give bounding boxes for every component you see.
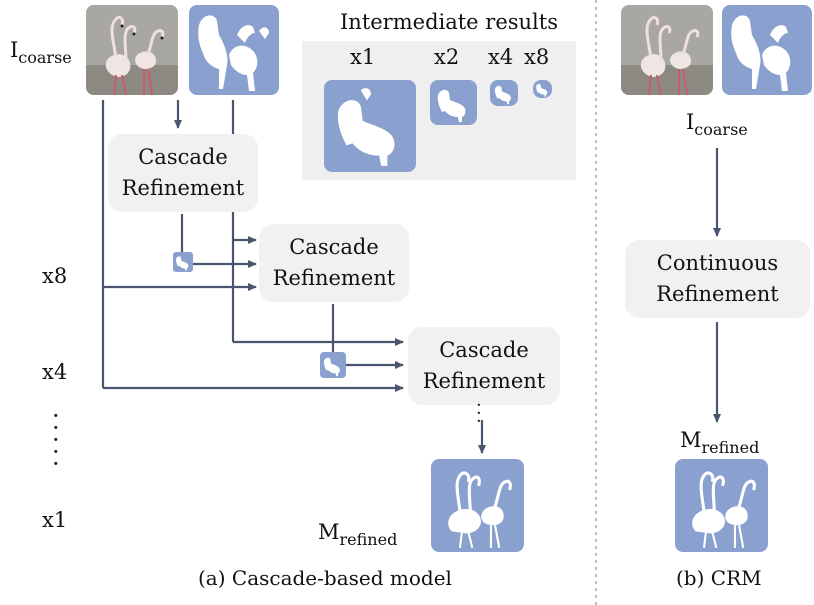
vertical-ellipsis: ····· [52,402,60,478]
refined-mask-tile-right [675,459,768,552]
wire-mask-medium [320,352,346,378]
coarse-mask-tile [189,5,279,95]
flamingo-photo-right [621,5,713,95]
crm-block-line2: Refinement [656,282,779,306]
coarse-mask-tile-right [722,5,812,95]
block-2-line2: Refinement [272,266,396,290]
block-3-line1: Cascade [439,338,529,362]
scale-label-x8: x8 [524,45,550,69]
wire-mask-small [173,252,193,272]
block-3-line2: Refinement [422,369,546,393]
cascade-refinement-block-3: Cascade Refinement [408,327,560,405]
crm-block-line1: Continuous [656,251,779,275]
continuous-refinement-block: Continuous Refinement [625,240,810,318]
side-scale-x1: x1 [42,508,68,532]
flamingo-photo [86,5,178,95]
intermediate-mask-x1 [324,80,416,172]
cascade-refinement-block-2: Cascade Refinement [259,224,409,302]
cascade-refinement-block-1: Cascade Refinement [108,134,258,212]
block-2-line1: Cascade [289,235,379,259]
output-refined-label-right: Mrefined [680,428,760,457]
caption-crm: (b) CRM [676,566,762,590]
intermediate-mask-x2 [430,80,477,125]
block-1-line2: Refinement [121,176,245,200]
scale-label-x1: x1 [350,45,376,69]
scale-label-x4: x4 [488,45,514,69]
input-coarse-label: Icoarse [10,38,72,67]
cascade-continuation-dots: ··· [476,395,482,432]
side-scale-x8: x8 [42,264,68,288]
block-1-line1: Cascade [138,145,228,169]
side-scale-x4: x4 [42,360,68,384]
input-coarse-label-right: Icoarse [686,110,748,139]
caption-cascade-model: (a) Cascade-based model [198,566,452,590]
intermediate-mask-x4 [490,80,518,106]
intermediate-results-title: Intermediate results [340,10,558,34]
intermediate-mask-x8 [533,80,552,98]
output-refined-label: Mrefined [318,520,398,549]
scale-label-x2: x2 [434,45,460,69]
refined-mask-tile [431,459,524,552]
